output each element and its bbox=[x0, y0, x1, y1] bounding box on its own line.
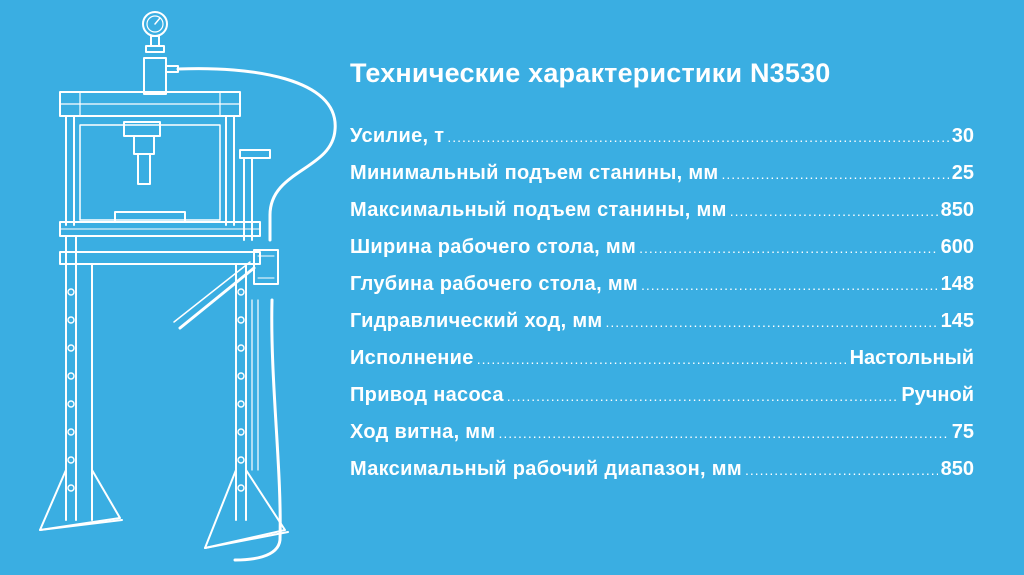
spec-value: 148 bbox=[940, 273, 974, 295]
spec-value: 850 bbox=[940, 458, 974, 480]
dot-leader bbox=[730, 204, 938, 218]
spec-value: 600 bbox=[940, 236, 974, 258]
dot-leader bbox=[745, 463, 938, 477]
dot-leader bbox=[639, 241, 938, 255]
dot-leader bbox=[477, 352, 847, 366]
spec-value: 75 bbox=[951, 421, 974, 443]
dot-leader bbox=[447, 130, 948, 144]
dot-leader bbox=[498, 426, 948, 440]
spec-label: Максимальный рабочий диапазон, мм bbox=[350, 458, 742, 480]
spec-value: 850 bbox=[940, 199, 974, 221]
spec-value: Ручной bbox=[901, 384, 974, 406]
spec-row: Усилие, т 30 bbox=[350, 125, 974, 162]
spec-row: Минимальный подъем станины, мм 25 bbox=[350, 162, 974, 199]
spec-row: Максимальный рабочий диапазон, мм 850 bbox=[350, 458, 974, 495]
spec-value: 30 bbox=[951, 125, 974, 147]
spec-label: Усилие, т bbox=[350, 125, 445, 147]
spec-row: Привод насоса Ручной bbox=[350, 384, 974, 421]
specs-panel: Технические характеристики N3530 Усилие,… bbox=[350, 58, 974, 495]
specs-title: Технические характеристики N3530 bbox=[350, 58, 831, 88]
spec-row: Ширина рабочего стола, мм 600 bbox=[350, 236, 974, 273]
spec-label: Ширина рабочего стола, мм bbox=[350, 236, 637, 258]
spec-row: Гидравлический ход, мм 145 bbox=[350, 310, 974, 347]
spec-row: Максимальный подъем станины, мм 850 bbox=[350, 199, 974, 236]
dot-leader bbox=[507, 389, 899, 403]
spec-label: Привод насоса bbox=[350, 384, 504, 406]
spec-label: Исполнение bbox=[350, 347, 474, 369]
dot-leader bbox=[722, 167, 949, 181]
spec-value: 25 bbox=[951, 162, 974, 184]
spec-label: Гидравлический ход, мм bbox=[350, 310, 603, 332]
spec-label: Глубина рабочего стола, мм bbox=[350, 273, 639, 295]
spec-value: 145 bbox=[940, 310, 974, 332]
spec-row: Глубина рабочего стола, мм 148 bbox=[350, 273, 974, 310]
spec-row: Исполнение Настольный bbox=[350, 347, 974, 384]
dot-leader bbox=[641, 278, 938, 292]
spec-row: Ход витна, мм 75 bbox=[350, 421, 974, 458]
spec-label: Минимальный подъем станины, мм bbox=[350, 162, 719, 184]
spec-value: Настольный bbox=[849, 347, 974, 369]
spec-label: Ход витна, мм bbox=[350, 421, 496, 443]
spec-label: Максимальный подъем станины, мм bbox=[350, 199, 727, 221]
hydraulic-press-icon bbox=[39, 11, 337, 562]
dot-leader bbox=[606, 315, 938, 329]
